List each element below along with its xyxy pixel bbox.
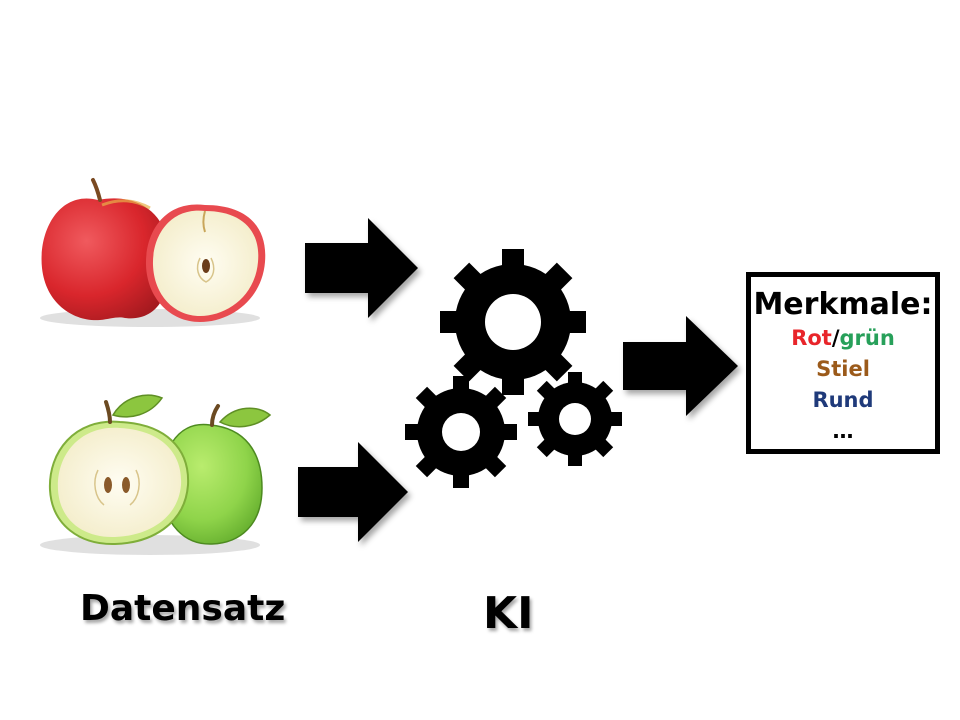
right-arrow-icon bbox=[623, 316, 738, 416]
right-arrow-icon bbox=[298, 442, 408, 542]
gear-small-right-icon bbox=[528, 372, 622, 466]
feature-green: grün bbox=[839, 326, 895, 350]
feature-round: Rund bbox=[812, 388, 874, 412]
gear-hole bbox=[442, 413, 480, 451]
gear-small-left-icon bbox=[405, 376, 517, 488]
feature-color: Rot/grün bbox=[751, 323, 935, 354]
features-title: Merkmale: bbox=[753, 287, 933, 322]
feature-stem: Stiel bbox=[816, 357, 870, 381]
feature-red: Rot bbox=[791, 326, 832, 350]
feature-more: … bbox=[832, 419, 854, 443]
gear-large-icon bbox=[440, 249, 586, 395]
dataset-label: Datensatz bbox=[80, 588, 286, 629]
gear-hole bbox=[485, 294, 541, 350]
right-arrow-icon bbox=[305, 218, 418, 318]
gears-icon bbox=[405, 249, 622, 488]
gear-hole bbox=[559, 403, 591, 435]
features-box: Merkmale: Rot/grün Stiel Rund … bbox=[746, 272, 940, 454]
ai-label: KI bbox=[483, 588, 534, 639]
feature-separator: / bbox=[831, 326, 840, 350]
green-apple-icon bbox=[40, 394, 272, 555]
red-apple-icon bbox=[40, 178, 266, 327]
